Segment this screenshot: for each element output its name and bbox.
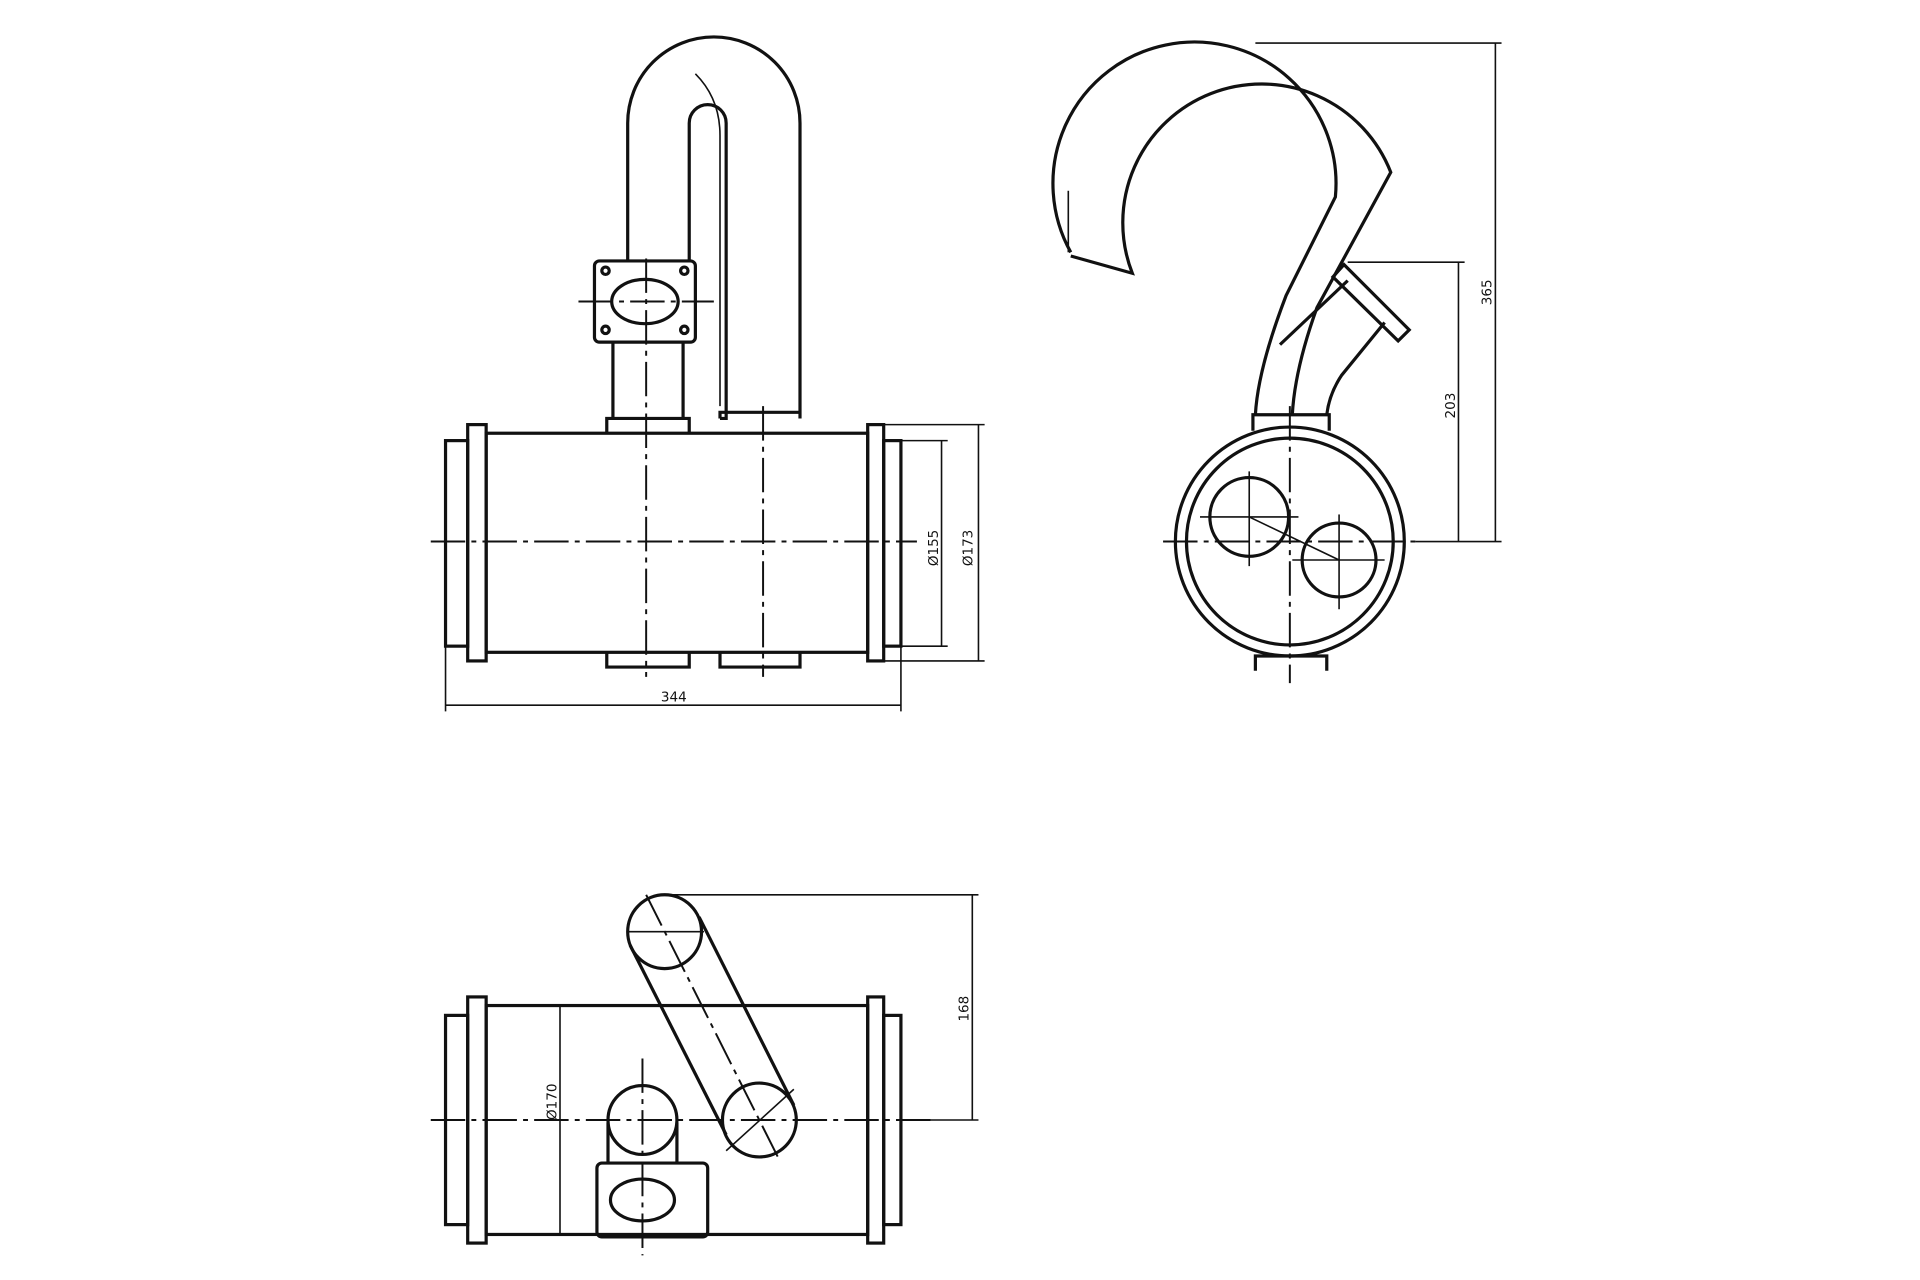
side-dimensions: 203 365 — [1255, 42, 1502, 543]
side-view — [1051, 40, 1416, 684]
dim-height-203: 203 — [1443, 393, 1459, 419]
dim-diameter-173: Ø173 — [960, 530, 976, 566]
dim-diameter-170: Ø170 — [544, 1084, 560, 1120]
top-dimensions: Ø170 168 — [544, 893, 979, 1235]
dim-height-365: 365 — [1480, 279, 1496, 305]
dim-length: 344 — [661, 690, 687, 706]
dim-diameter-155: Ø155 — [926, 530, 942, 566]
front-dimensions: 344 Ø155 Ø173 — [444, 423, 985, 712]
front-view — [430, 35, 917, 677]
dim-offset-168: 168 — [957, 996, 973, 1022]
top-view — [430, 893, 936, 1256]
